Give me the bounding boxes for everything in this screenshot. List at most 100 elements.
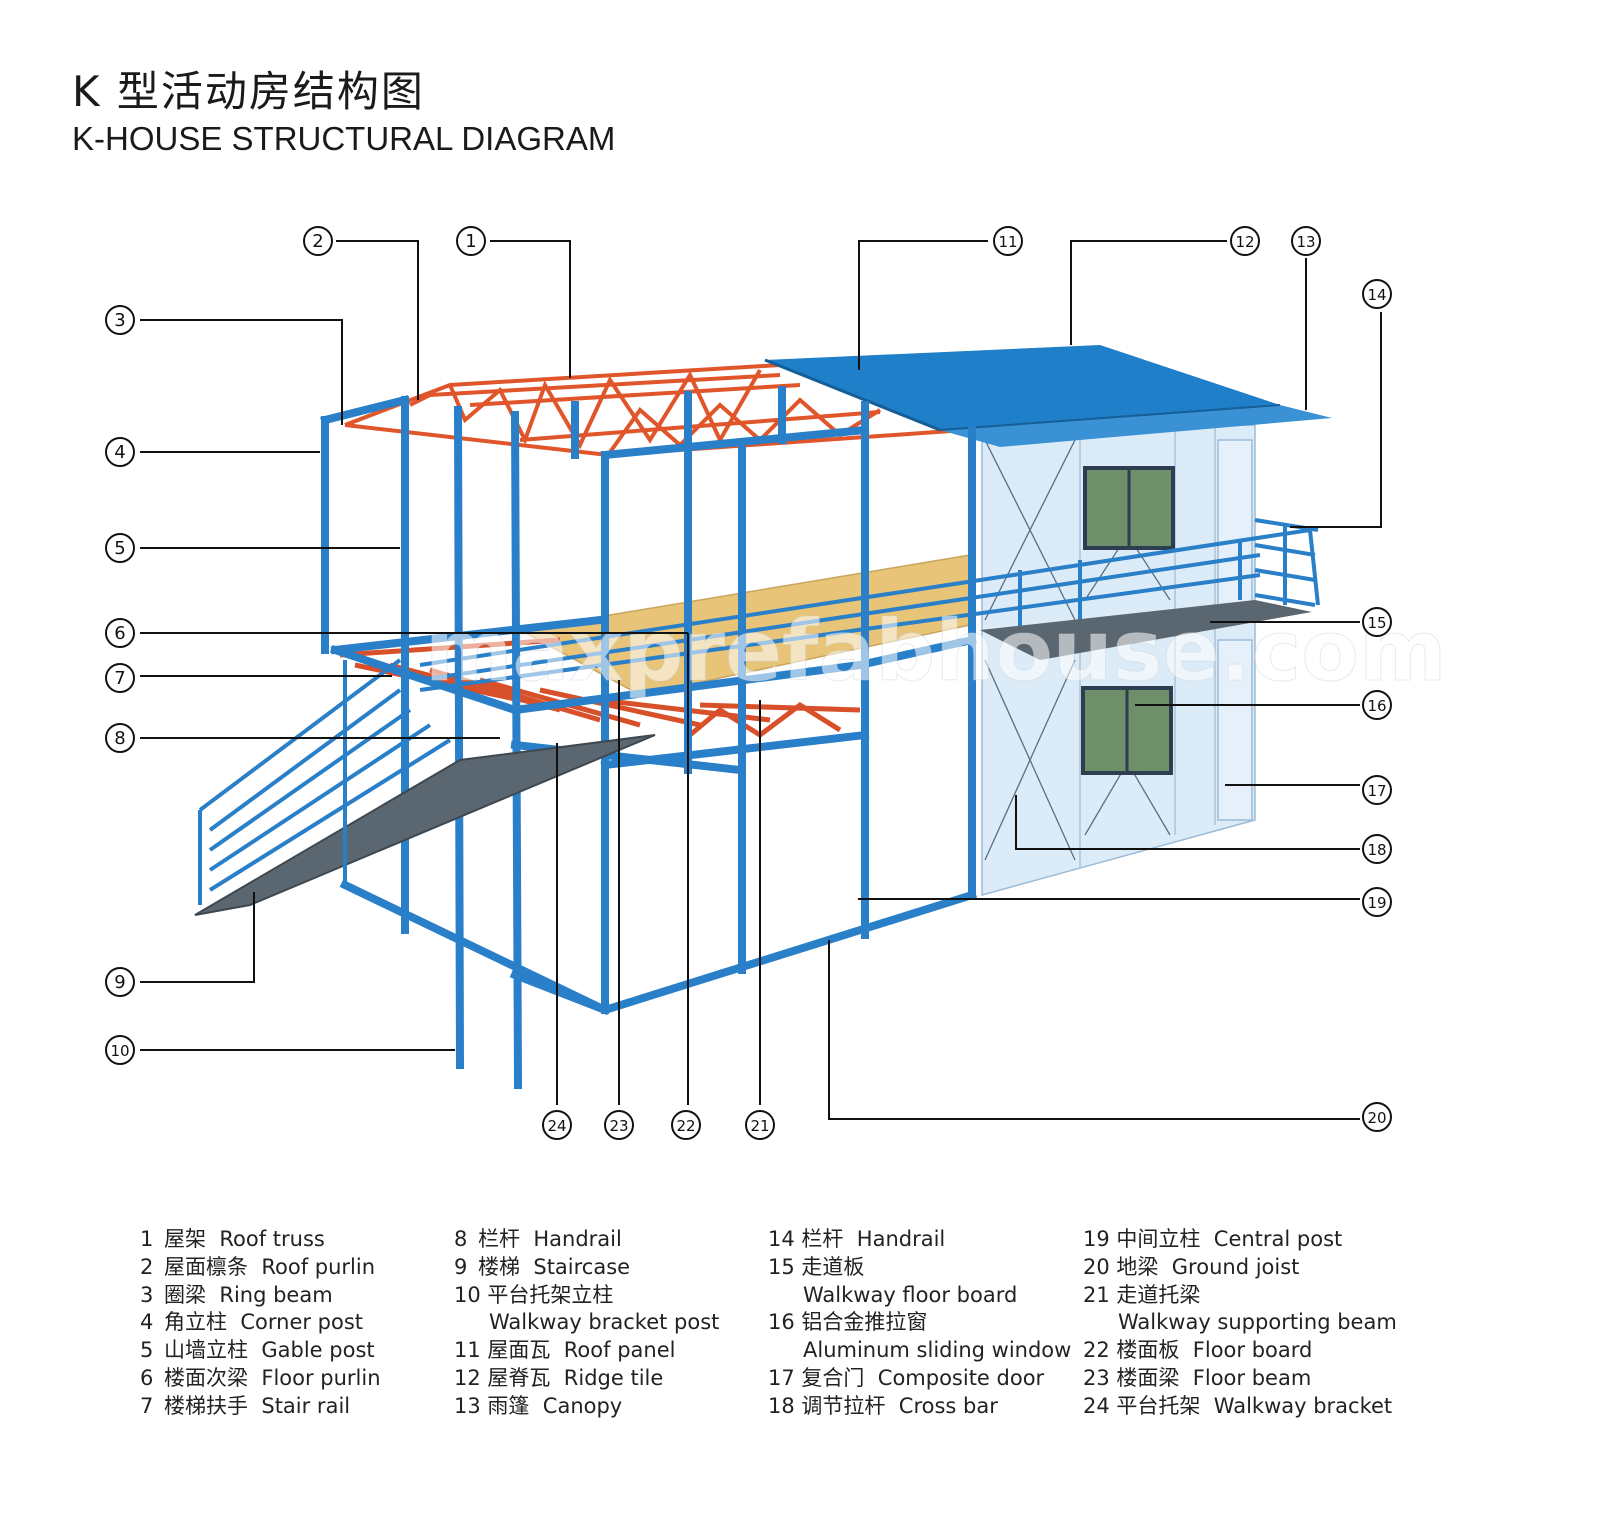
legend-item: 15 走道板 <box>768 1254 1071 1282</box>
callout-number: 19 <box>1367 894 1386 912</box>
legend-cn: 走道板 <box>801 1254 865 1279</box>
callout-number: 3 <box>114 310 125 331</box>
legend-cn: 铝合金推拉窗 <box>801 1310 928 1335</box>
legend-num: 22 <box>1083 1338 1110 1363</box>
callout-5: 5 <box>105 533 135 563</box>
legend-cn: 楼面梁 <box>1116 1365 1180 1390</box>
legend-cn: 屋面檩条 <box>164 1254 248 1279</box>
legend-en: Staircase <box>533 1254 631 1279</box>
roof-panel <box>764 345 1332 447</box>
legend-num: 6 <box>140 1365 154 1390</box>
legend-num: 24 <box>1083 1393 1110 1418</box>
legend-num: 14 <box>768 1227 795 1251</box>
callout-13: 13 <box>1291 226 1321 256</box>
legend-cn: 山墙立柱 <box>164 1338 248 1363</box>
callout-number: 6 <box>114 623 125 644</box>
callout-12: 12 <box>1230 226 1260 256</box>
callout-circle <box>993 226 1023 256</box>
legend-column-4: 19 中间立柱 Central post 20 地梁 Ground joist … <box>1083 1226 1397 1421</box>
callout-circle <box>105 967 135 997</box>
legend-num: 4 <box>140 1310 154 1335</box>
callout-circle <box>105 437 135 467</box>
callout-number: 7 <box>114 668 125 689</box>
callout-3: 3 <box>105 305 135 335</box>
legend-num: 17 <box>768 1365 795 1390</box>
legend-num: 20 <box>1083 1254 1110 1279</box>
legend-en: Floor board <box>1192 1338 1313 1363</box>
callout-circle <box>1362 1102 1392 1132</box>
legend-en: Central post <box>1213 1227 1343 1251</box>
callout-number: 20 <box>1367 1109 1386 1127</box>
callout-15: 15 <box>1362 607 1392 637</box>
title-chinese: K 型活动房结构图 <box>72 67 425 116</box>
legend-item-continued: Walkway supporting beam <box>1083 1309 1397 1337</box>
callout-circle <box>105 1035 135 1065</box>
legend-num: 11 <box>454 1338 481 1363</box>
callout-number: 15 <box>1367 614 1386 632</box>
legend-cn: 复合门 <box>801 1365 865 1390</box>
legend-num: 9 <box>454 1254 468 1279</box>
title-english: K-HOUSE STRUCTURAL DIAGRAM <box>72 120 616 157</box>
legend-cn: 中间立柱 <box>1116 1227 1201 1251</box>
legend-en: Ground joist <box>1171 1254 1300 1279</box>
callout-circle <box>1362 834 1392 864</box>
legend-num: 13 <box>454 1393 481 1418</box>
legend-cn: 走道托梁 <box>1116 1282 1201 1307</box>
callout-21: 21 <box>745 1110 775 1140</box>
legend-cn: 雨篷 <box>487 1393 530 1418</box>
walkway-floor-board <box>980 600 1312 660</box>
callout-circle <box>745 1110 775 1140</box>
callout-circle <box>1230 226 1260 256</box>
callout-19: 19 <box>1362 887 1392 917</box>
legend-item: 22 楼面板 Floor board <box>1083 1337 1397 1365</box>
callout-number: 24 <box>547 1117 566 1135</box>
legend-cn: 地梁 <box>1116 1254 1159 1279</box>
legend-num: 15 <box>768 1254 795 1279</box>
legend-cn: 楼梯扶手 <box>164 1393 248 1418</box>
callout-number: 10 <box>110 1042 129 1060</box>
legend-item: 18 调节拉杆 Cross bar <box>768 1393 1071 1421</box>
callout-20: 20 <box>1362 1102 1392 1132</box>
callout-22: 22 <box>671 1110 701 1140</box>
legend-en: Walkway bracket post <box>489 1310 720 1335</box>
legend-en: Roof panel <box>563 1338 676 1363</box>
callout-circle <box>1362 690 1392 720</box>
leader-lines <box>140 240 1382 1120</box>
legend-en: Floor beam <box>1192 1365 1312 1390</box>
callout-10: 10 <box>105 1035 135 1065</box>
callout-circle <box>456 226 486 256</box>
callout-number: 22 <box>676 1117 695 1135</box>
callout-number: 21 <box>750 1117 769 1135</box>
legend-cn: 屋面瓦 <box>487 1338 551 1363</box>
legend-item-continued: Walkway bracket post <box>454 1309 719 1337</box>
callout-number: 16 <box>1367 697 1386 715</box>
legend-num: 18 <box>768 1393 795 1418</box>
callout-number: 18 <box>1367 841 1386 859</box>
callout-number: 17 <box>1367 782 1386 800</box>
legend-num: 1 <box>140 1227 154 1251</box>
callout-4: 4 <box>105 437 135 467</box>
callout-circle <box>1362 775 1392 805</box>
callout-circle <box>604 1110 634 1140</box>
callout-circle <box>105 663 135 693</box>
callout-18: 18 <box>1362 834 1392 864</box>
callout-14: 14 <box>1362 279 1392 309</box>
callout-circle <box>105 723 135 753</box>
legend-en: Walkway supporting beam <box>1118 1310 1397 1335</box>
callout-1: 1 <box>456 226 486 256</box>
callout-24: 24 <box>542 1110 572 1140</box>
legend-cn: 平台托架 <box>1116 1393 1201 1418</box>
legend-num: 10 <box>454 1282 481 1307</box>
legend-item: 21 走道托梁 <box>1083 1282 1397 1310</box>
legend-en: Stair rail <box>261 1393 351 1418</box>
legend-item: 12 屋脊瓦 Ridge tile <box>454 1365 719 1393</box>
